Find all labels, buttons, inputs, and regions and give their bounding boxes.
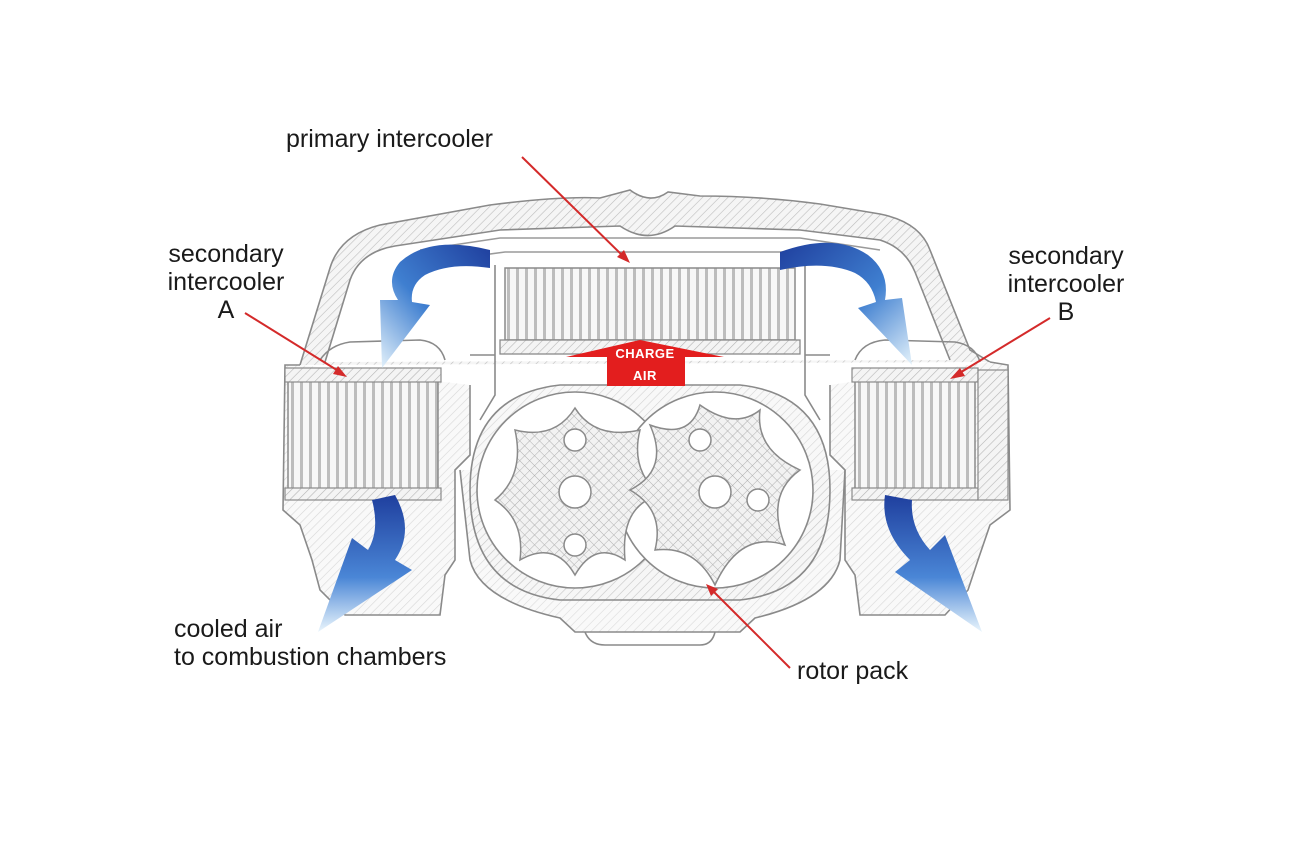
label-primary-intercooler: primary intercooler (286, 125, 493, 153)
label-secondary-b-line1: secondary (1008, 242, 1124, 270)
flow-arrow-top-left (380, 244, 490, 368)
flow-arrow-bottom-right (884, 495, 982, 632)
rotor-pack (493, 403, 802, 587)
label-cooled-air-line2: to combustion chambers (174, 643, 446, 671)
label-secondary-a-line1: secondary (168, 240, 284, 268)
charge-air-label-line1: CHARGE (615, 346, 674, 361)
secondary-intercooler-b-core (851, 367, 1009, 501)
flow-arrows (318, 242, 982, 632)
label-secondary-b-line3: B (1058, 298, 1075, 326)
label-rotor-pack: rotor pack (797, 657, 909, 685)
label-secondary-a-line2: intercooler (168, 268, 285, 296)
leader-lines (244, 156, 1051, 669)
flow-arrow-bottom-left (318, 495, 412, 632)
label-cooled-air-line1: cooled air (174, 615, 282, 643)
charge-air-label-line2: AIR (633, 368, 657, 383)
primary-intercooler-core (499, 267, 801, 355)
charge-air-arrow: CHARGE AIR (566, 340, 724, 386)
label-secondary-a-line3: A (218, 296, 235, 324)
secondary-intercooler-a-core (284, 367, 442, 501)
diagram-labels: primary intercooler secondary intercoole… (168, 125, 1125, 685)
flow-arrow-top-right (780, 242, 912, 365)
label-secondary-b-line2: intercooler (1008, 270, 1125, 298)
